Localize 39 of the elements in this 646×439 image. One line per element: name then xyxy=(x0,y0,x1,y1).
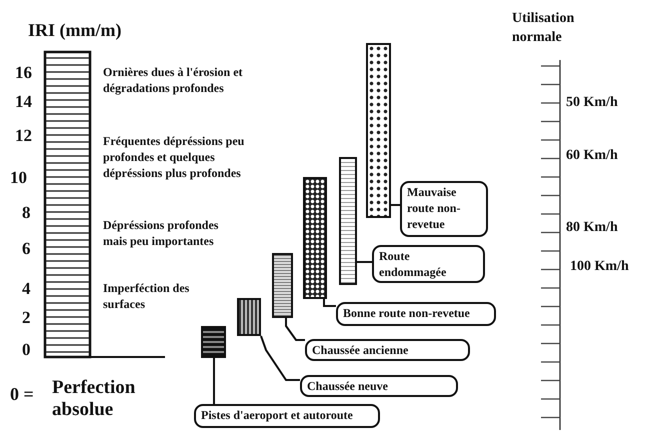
leader-line xyxy=(285,318,305,341)
leader-line xyxy=(213,358,215,404)
speed-label: 100 Km/h xyxy=(570,259,629,274)
road-roughness-bar xyxy=(237,298,261,336)
tick-label: 8 xyxy=(22,203,30,222)
road-category-box: Mauvaise route non-revetue xyxy=(400,181,488,237)
tick-label: 0 = xyxy=(10,384,34,404)
description-text: Perfection absolue xyxy=(52,377,136,420)
description-text: Dépréssions profondes mais peu importantes xyxy=(103,218,218,248)
description-text: Ornières dues à l'érosion et dégradations profondes xyxy=(103,65,243,96)
axis-title: Utilisation normale xyxy=(512,11,574,45)
tick-label: 16 xyxy=(15,63,32,82)
description-text: Fréquentes dépréssions peu profondes et quelques dépréssions plus profondes xyxy=(103,134,244,180)
speed-label: 60 Km/h xyxy=(566,148,618,163)
road-category-box: Bonne route non-revetue xyxy=(336,302,496,326)
description-text: Imperféction des surfaces xyxy=(103,281,190,312)
road-category-box: Chaussée neuve xyxy=(300,375,458,397)
tick-label: 10 xyxy=(10,168,27,187)
road-roughness-bar xyxy=(272,253,293,318)
leader-line xyxy=(323,299,336,307)
leader-line xyxy=(357,261,372,263)
tick-label: 4 xyxy=(22,279,30,298)
road-category-box: Pistes d'aeroport et autoroute xyxy=(194,404,380,428)
leader-line xyxy=(391,204,400,206)
speed-label: 80 Km/h xyxy=(566,220,618,235)
tick-label: 2 xyxy=(22,308,30,327)
tick-label: 14 xyxy=(15,92,32,111)
road-roughness-bar xyxy=(303,177,327,299)
road-roughness-bar xyxy=(201,326,226,358)
leader-line xyxy=(260,336,300,381)
speed-label: 50 Km/h xyxy=(566,95,618,110)
road-roughness-bar xyxy=(366,43,391,218)
axis-title: IRI (mm/m) xyxy=(28,20,122,40)
road-category-box: Chaussée ancienne xyxy=(305,339,470,361)
road-category-box: Route endommagée xyxy=(372,245,485,283)
tick-label: 6 xyxy=(22,239,30,258)
tick-label: 0 xyxy=(22,340,30,359)
tick-label: 12 xyxy=(15,126,32,145)
road-roughness-bar xyxy=(339,157,357,285)
